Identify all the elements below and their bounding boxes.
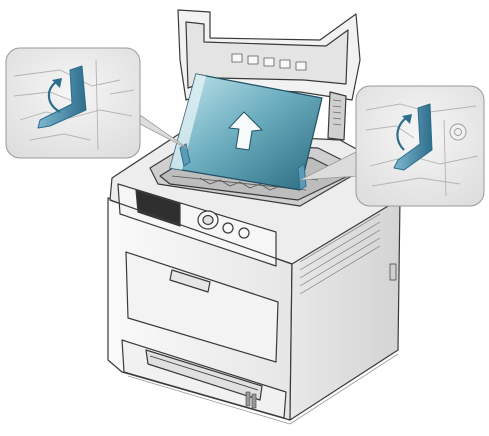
panel-button <box>223 223 233 233</box>
left-callout <box>6 48 190 158</box>
panel-button <box>239 228 249 238</box>
gear-icon <box>450 124 466 140</box>
